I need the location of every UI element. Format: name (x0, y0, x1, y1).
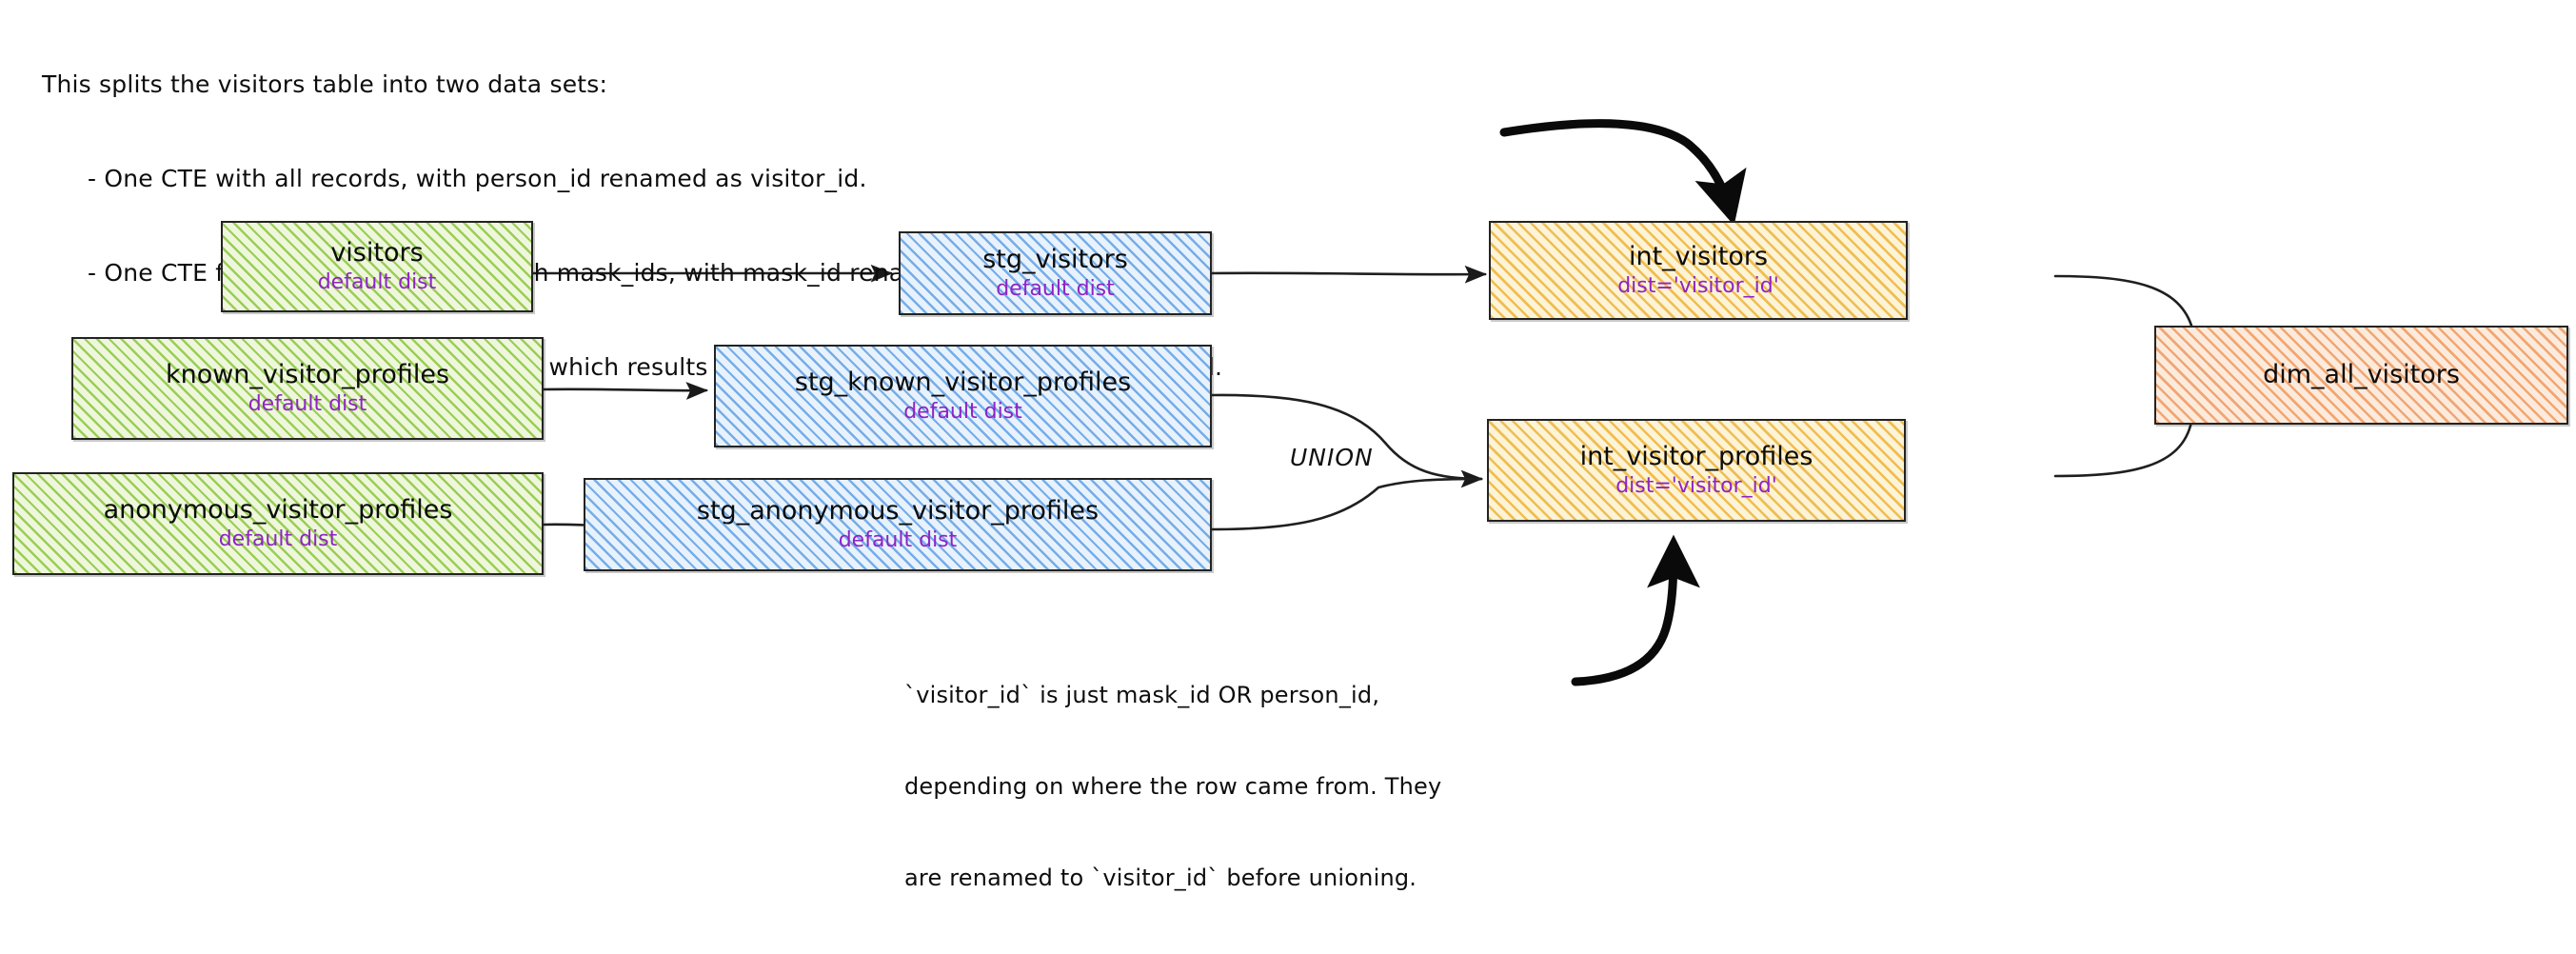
edge-stg-visitors-to-int-visitors (1210, 265, 1488, 284)
node-stg-known-visitor-profiles[interactable]: stg_known_visitor_profiles default dist (714, 345, 1212, 447)
node-int-visitors-subtitle: dist='visitor_id' (1617, 273, 1779, 298)
node-stg-known-visitor-profiles-title: stg_known_visitor_profiles (794, 368, 1132, 398)
edge-stg-anonymous-to-int-visitor-profiles (1210, 477, 1483, 531)
node-int-visitors-title: int_visitors (1628, 242, 1769, 272)
annotation-arrow-top (1499, 119, 1747, 226)
node-known-visitor-profiles-title: known_visitor_profiles (165, 360, 450, 390)
node-known-visitor-profiles[interactable]: known_visitor_profiles default dist (71, 337, 544, 440)
bottom-annotation-note: `visitor_id` is just mask_id OR person_i… (904, 619, 1441, 954)
node-stg-visitors-subtitle: default dist (996, 276, 1115, 301)
annotation-arrow-bottom (1571, 534, 1700, 686)
node-stg-anonymous-visitor-profiles-title: stg_anonymous_visitor_profiles (696, 496, 1100, 527)
node-visitors-title: visitors (330, 238, 424, 268)
edge-label-union: UNION (1290, 444, 1374, 471)
top-note-lead: This splits the visitors table into two … (42, 70, 608, 98)
node-int-visitor-profiles-subtitle: dist='visitor_id' (1615, 473, 1777, 498)
node-stg-visitors-title: stg_visitors (982, 245, 1128, 275)
node-known-visitor-profiles-subtitle: default dist (248, 391, 367, 416)
node-int-visitor-profiles[interactable]: int_visitor_profiles dist='visitor_id' (1487, 419, 1906, 522)
bottom-note-line-1: `visitor_id` is just mask_id OR person_i… (904, 682, 1380, 708)
node-anonymous-visitor-profiles-subtitle: default dist (218, 527, 338, 551)
node-visitors[interactable]: visitors default dist (221, 221, 533, 312)
node-visitors-subtitle: default dist (317, 269, 437, 294)
diagram-canvas: This splits the visitors table into two … (12, 70, 2568, 891)
node-dim-all-visitors[interactable]: dim_all_visitors (2154, 326, 2568, 425)
node-stg-anonymous-visitor-profiles[interactable]: stg_anonymous_visitor_profiles default d… (584, 478, 1212, 571)
node-anonymous-visitor-profiles-title: anonymous_visitor_profiles (103, 495, 453, 526)
node-stg-known-visitor-profiles-subtitle: default dist (903, 399, 1022, 424)
node-stg-visitors[interactable]: stg_visitors default dist (899, 231, 1212, 315)
node-int-visitors[interactable]: int_visitors dist='visitor_id' (1489, 221, 1908, 320)
top-note-bullet-1: - One CTE with all records, with person_… (88, 165, 867, 192)
bottom-note-line-2: depending on where the row came from. Th… (904, 773, 1442, 800)
node-int-visitor-profiles-title: int_visitor_profiles (1579, 442, 1813, 472)
node-stg-anonymous-visitor-profiles-subtitle: default dist (838, 527, 958, 552)
node-anonymous-visitor-profiles[interactable]: anonymous_visitor_profiles default dist (12, 472, 544, 575)
bottom-note-line-3: are renamed to `visitor_id` before union… (904, 865, 1417, 891)
node-dim-all-visitors-title: dim_all_visitors (2263, 359, 2460, 389)
